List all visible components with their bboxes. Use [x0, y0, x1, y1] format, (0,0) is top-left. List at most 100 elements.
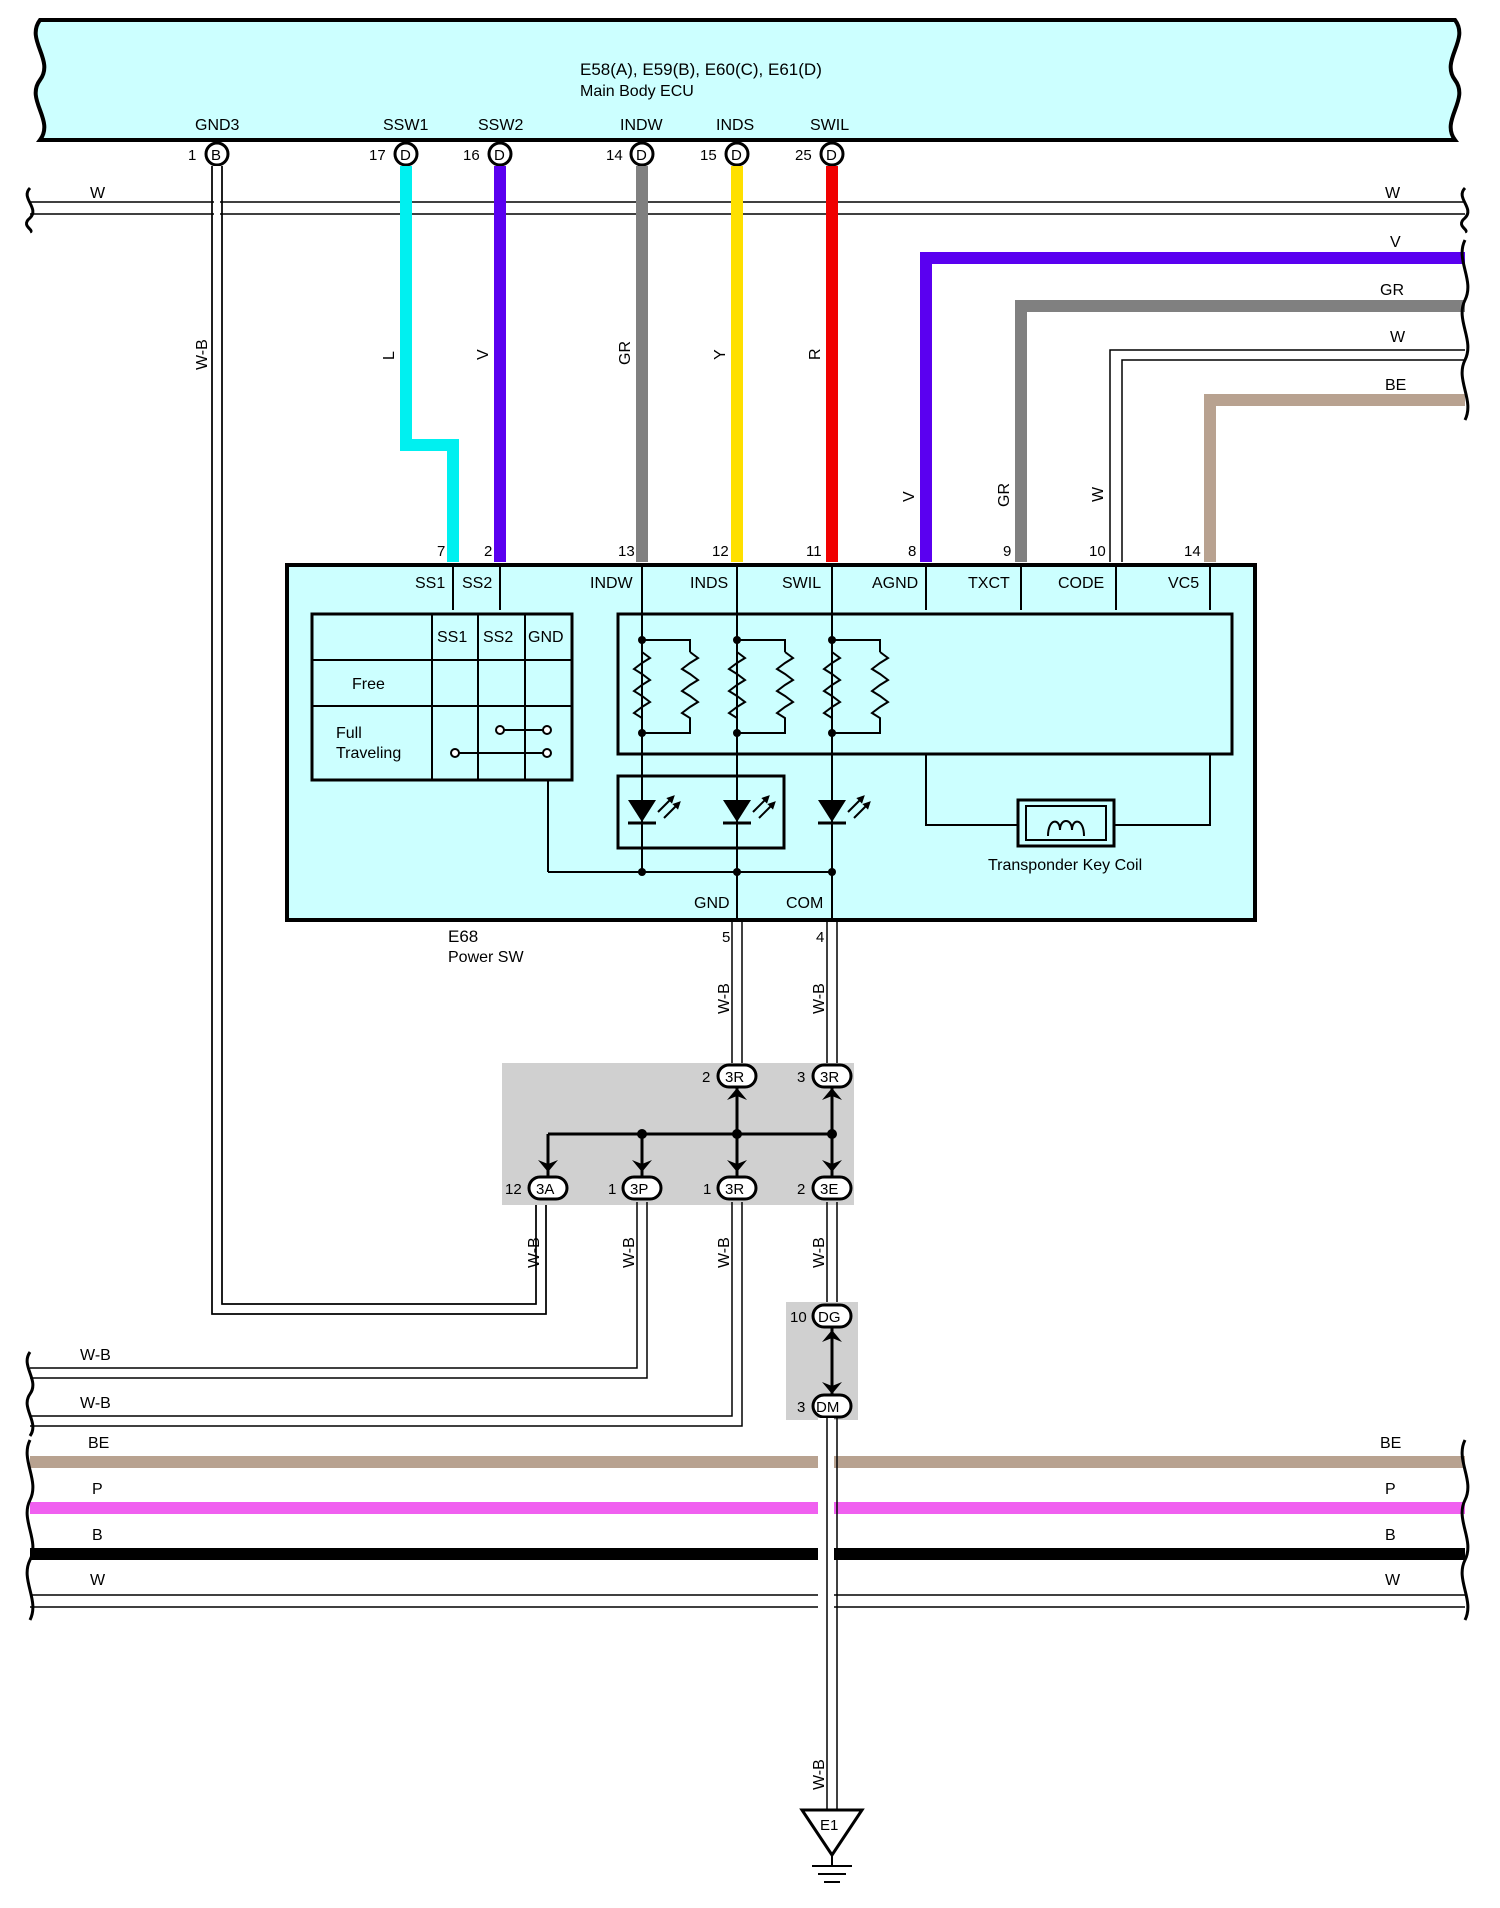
- wire-l-ssw1: L: [381, 166, 459, 562]
- wire-label: BE: [1385, 377, 1406, 394]
- sw-terminal: AGND: [872, 575, 918, 592]
- wire-gr-indw: GR: [617, 166, 648, 562]
- wire-label: P: [92, 1481, 103, 1498]
- ecu-conn: B: [211, 147, 221, 164]
- ecu-pin: 15: [700, 147, 717, 164]
- conn-pin: 1: [703, 1181, 711, 1198]
- wire-label: W-B: [811, 1237, 828, 1268]
- wire-label: V: [1390, 234, 1401, 251]
- wire-r-swil: R: [807, 166, 838, 562]
- sw-terminal: INDS: [690, 575, 728, 592]
- ecu-terminal-inds: INDS: [716, 117, 754, 134]
- table-header: SS2: [483, 629, 513, 646]
- wire-3p-bus: W-B: [30, 1202, 648, 1379]
- wire-label: B: [1385, 1527, 1396, 1544]
- junction-dg-dm: 10 DG 3 DM: [786, 1302, 858, 1420]
- power-sw-code: E68: [448, 927, 478, 946]
- wire-w-b-com-lower: W-B: [811, 922, 838, 1064]
- wire-w-b-gnd-lower: W-B: [716, 922, 743, 1064]
- wire-label: P: [1385, 1481, 1396, 1498]
- sw-terminal-com: COM: [786, 895, 823, 912]
- led-icon: [723, 795, 776, 825]
- wire-v-agnd: V V: [901, 234, 1465, 562]
- power-sw-e68: 7 2 13 12 11 8 9 10 14 SS1 SS2 INDW INDS…: [285, 543, 1257, 922]
- wire-gr-txct: GR GR: [996, 282, 1465, 562]
- ecu-terminal-indw: INDW: [620, 117, 664, 134]
- wire-label: GR: [1380, 282, 1404, 299]
- sw-pin: 4: [816, 929, 824, 946]
- conn-pin: 1: [608, 1181, 616, 1198]
- wire-label: R: [807, 348, 824, 360]
- conn-name: 3R: [820, 1069, 839, 1086]
- ecu-title: E58(A), E59(B), E60(C), E61(D): [580, 60, 822, 79]
- sw-pin: 5: [722, 929, 730, 946]
- wire-label: W: [1390, 329, 1406, 346]
- sw-pin: 11: [806, 543, 822, 560]
- ecu-conn: D: [400, 147, 411, 164]
- led-icon: [628, 795, 681, 825]
- sw-pin: 14: [1184, 543, 1201, 560]
- bottom-buses: BE BE P P B B W W: [25, 1435, 1470, 1621]
- wire-ground-e1: W-B: [811, 1418, 838, 1812]
- wire-label: W: [90, 185, 106, 202]
- led-icon: [818, 795, 871, 825]
- resistor-pair: [727, 636, 795, 737]
- sw-terminal: SS2: [462, 575, 492, 592]
- conn-name: DM: [816, 1399, 839, 1416]
- sw-terminal: SWIL: [782, 575, 821, 592]
- ecu-subtitle: Main Body ECU: [580, 83, 694, 100]
- conn-name: 3R: [725, 1069, 744, 1086]
- ecu-conn: D: [731, 147, 742, 164]
- conn-pin: 3: [797, 1069, 805, 1086]
- ecu-conn: D: [494, 147, 505, 164]
- wire-3r-bus: W-B: [30, 1202, 743, 1427]
- ecu-pin: 17: [369, 147, 386, 164]
- wire-label: W: [90, 1572, 106, 1589]
- sw-pin: 12: [712, 543, 729, 560]
- table-row-full: Full Traveling: [336, 725, 401, 762]
- wire-label: W: [1090, 486, 1107, 502]
- sw-pin: 8: [908, 543, 916, 560]
- wire-label: W-B: [621, 1237, 638, 1268]
- wire-w-b-gnd3: W-B: [194, 166, 547, 1315]
- wire-be-vc5: BE: [1204, 377, 1465, 562]
- conn-name: 3R: [725, 1181, 744, 1198]
- ecu-terminal-ssw2: SSW2: [478, 117, 523, 134]
- ecu-terminal-gnd3: GND3: [195, 117, 240, 134]
- sw-pin: 13: [618, 543, 635, 560]
- led-block: [547, 774, 871, 876]
- wire-label: BE: [1380, 1435, 1401, 1452]
- sw-terminal: TXCT: [968, 575, 1010, 592]
- wire-label: V: [475, 349, 492, 360]
- ground-e1-icon: E1: [799, 1808, 865, 1883]
- conn-pin: 2: [797, 1181, 805, 1198]
- conn-pin: 2: [702, 1069, 710, 1086]
- sw-terminal: CODE: [1058, 575, 1104, 592]
- sw-pin: 10: [1089, 543, 1106, 560]
- conn-name: 3A: [536, 1181, 554, 1198]
- switch-table: SS1 SS2 GND Free Full Traveling: [310, 612, 574, 782]
- wire-label: W-B: [80, 1347, 111, 1364]
- conn-name: DG: [818, 1309, 841, 1326]
- wire-label: W-B: [716, 1237, 733, 1268]
- wire-label: BE: [88, 1435, 109, 1452]
- wire-v-ssw2: V: [475, 166, 506, 562]
- table-header: GND: [528, 629, 564, 646]
- resistor-pair: [632, 636, 700, 737]
- main-body-ecu: E58(A), E59(B), E60(C), E61(D) Main Body…: [33, 18, 1462, 142]
- power-sw-name: Power SW: [448, 949, 524, 966]
- sw-terminal: VC5: [1168, 575, 1199, 592]
- transponder-key-coil: Transponder Key Coil: [925, 754, 1211, 874]
- conn-pin: 3: [797, 1399, 805, 1416]
- wire-label: W-B: [716, 983, 733, 1014]
- conn-name: 3E: [820, 1181, 838, 1198]
- ecu-terminal-swil: SWIL: [810, 117, 849, 134]
- conn-pin: 12: [505, 1181, 522, 1198]
- table-row-free: Free: [352, 676, 385, 693]
- coil-label: Transponder Key Coil: [988, 857, 1142, 874]
- conn-pin: 10: [790, 1309, 807, 1326]
- sw-pin: 7: [437, 543, 445, 560]
- conn-name: 3P: [630, 1181, 648, 1198]
- sw-terminal-gnd: GND: [694, 895, 730, 912]
